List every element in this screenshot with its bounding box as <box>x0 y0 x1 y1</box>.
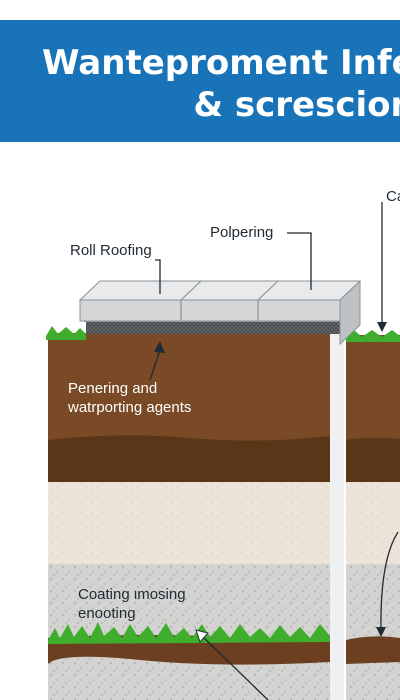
page-title: Wantepromen‌t Infe & screscion <box>42 42 400 126</box>
title-banner: Wantepromen‌t Infe & screscion <box>0 20 400 142</box>
paver-joint-2 <box>257 280 279 321</box>
paver-side-face <box>339 279 361 346</box>
right-dark-soil-layer <box>346 437 400 482</box>
sand-layer <box>48 482 330 564</box>
paver-slab <box>78 279 362 346</box>
left-column-edge <box>330 333 344 700</box>
topsoil-layer <box>48 333 330 445</box>
agents-label: Penering and watrporting agents <box>68 379 191 417</box>
corner-arrowhead <box>377 322 387 332</box>
coating-arrowhead <box>195 629 209 643</box>
paver-joint-1 <box>180 280 202 321</box>
paver-front-face <box>79 299 341 322</box>
dark-soil-layer <box>48 435 330 482</box>
corner-partial-label: Ca <box>386 188 400 205</box>
polpering-label: Polpering <box>210 224 274 241</box>
agents-label-line-1: Penering and <box>68 380 158 397</box>
right-topsoil-layer <box>346 335 400 445</box>
left-soil-column <box>46 326 344 700</box>
right-soil-column <box>346 330 400 700</box>
agents-leader <box>149 349 161 381</box>
right-lower-arrowhead <box>376 627 386 637</box>
right-grass-strip <box>346 330 400 342</box>
roll-roofing-membrane <box>86 322 340 334</box>
title-line-1: Wantepromen‌t Infe <box>42 43 400 83</box>
lower-grass-strip <box>48 622 330 644</box>
right-lower-leader <box>380 531 399 631</box>
top-grass-strip <box>46 326 86 340</box>
right-lower-soil-band <box>346 636 400 664</box>
agents-arrowhead <box>154 341 165 353</box>
coating-label-line-1: Coating ιmosing <box>78 586 186 603</box>
coating-label: Coating ιmosing enooting <box>78 585 186 623</box>
paver-top-face <box>78 280 362 301</box>
coating-leader <box>201 635 269 700</box>
roll-roofing-leader <box>155 259 161 294</box>
coating-label-line-2: enooting <box>78 605 136 622</box>
right-sand-layer <box>346 482 400 564</box>
agents-label-line-2: watrporting agents <box>68 399 192 416</box>
title-line-2: & screscion <box>193 85 400 125</box>
polpering-leader <box>287 232 312 290</box>
right-gravel-layer <box>346 564 400 700</box>
roll-roofing-label: Roll Roofing <box>70 242 152 259</box>
